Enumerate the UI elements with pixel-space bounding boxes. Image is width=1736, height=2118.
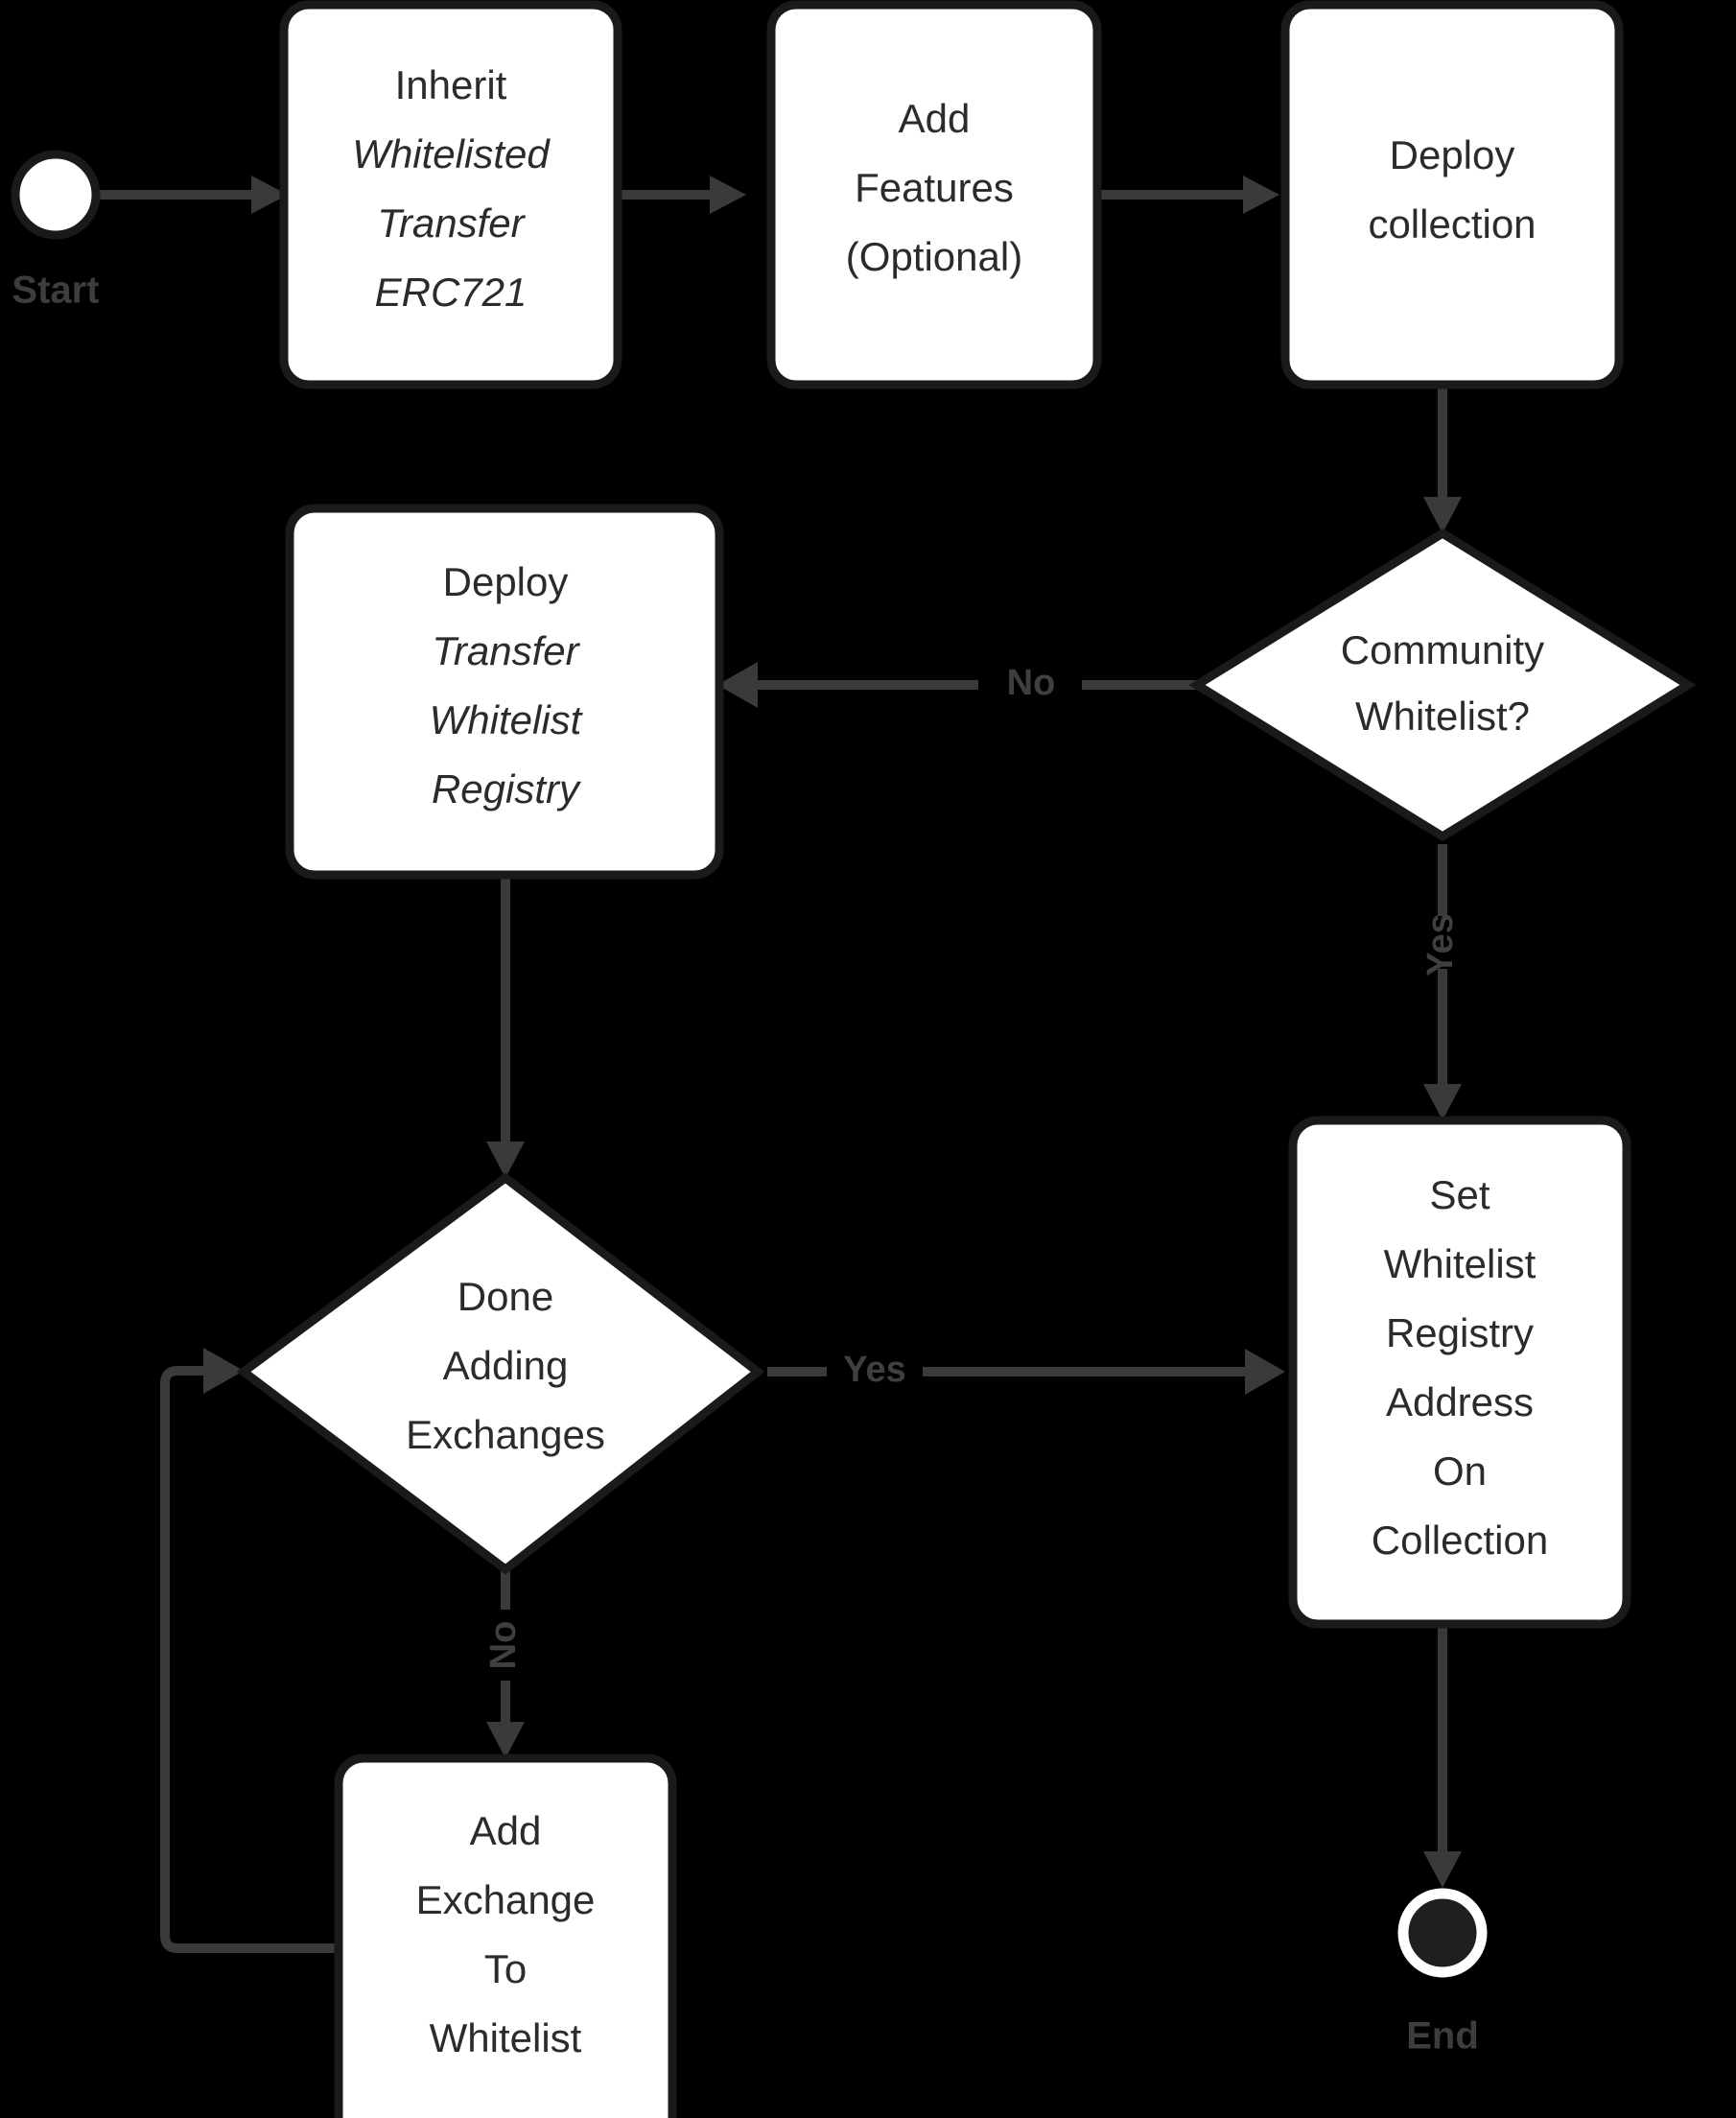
terminal-end[interactable]: End [1397,1888,1488,2058]
node-add-features-line-2: (Optional) [846,234,1022,279]
node-set-registry-line-4: On [1433,1448,1487,1494]
node-inherit-box[interactable] [279,0,622,389]
node-inherit-line-2: Transfer [377,200,526,246]
node-deploy-collection-box[interactable] [1280,0,1624,389]
node-set-registry-line-0: Set [1429,1172,1490,1217]
node-community-whitelist-diamond[interactable] [1188,528,1697,842]
edge-doneadding-no-to-addexchange: No [483,1571,525,1758]
edge-deployregistry-to-doneadding [486,874,525,1178]
node-deploy-registry[interactable]: Deploy Transfer Whitelist Registry [285,504,724,880]
start-circle[interactable] [11,150,101,240]
node-add-features[interactable]: Add Features (Optional) [766,0,1102,389]
edge-communitywhitelist-no-to-deployregistry: No [717,662,1197,708]
start-label: Start [12,270,99,312]
node-deploy-registry-box[interactable] [285,504,724,880]
edge-deploycollection-to-communitywhitelist [1423,388,1462,533]
edge-setregistry-to-end [1423,1624,1462,1888]
node-add-features-box[interactable] [766,0,1102,389]
node-community-whitelist[interactable]: Community Whitelist? [1188,528,1697,842]
node-community-whitelist-line-1: Whitelist? [1355,694,1530,739]
node-set-registry-line-5: Collection [1372,1518,1548,1563]
node-done-adding-diamond[interactable] [236,1172,765,1575]
node-set-registry-address-box[interactable] [1288,1116,1631,1629]
node-community-whitelist-line-0: Community [1341,627,1544,672]
edge-inherit-to-addfeatures [614,176,746,214]
node-add-exchange-line-2: To [484,1946,527,1991]
node-deploy-registry-line-3: Registry [432,766,582,812]
node-add-features-line-1: Features [855,165,1014,210]
node-add-exchange-line-1: Exchange [416,1877,596,1922]
node-add-features-line-0: Add [899,96,971,141]
node-deploy-registry-line-2: Whitelist [430,697,584,742]
node-inherit-line-0: Inherit [395,62,507,107]
node-inherit-line-3: ERC721 [375,270,528,315]
node-add-exchange-line-3: Whitelist [430,2015,582,2060]
node-deploy-registry-line-0: Deploy [443,559,569,604]
end-label: End [1406,2015,1479,2058]
terminal-start[interactable]: Start [11,150,101,312]
edge-communitywhitelist-yes-to-setregistry: Yes [1420,844,1462,1120]
node-done-adding[interactable]: Done Adding Exchanges [236,1172,765,1575]
node-deploy-collection[interactable]: Deploy collection [1280,0,1624,389]
node-done-adding-line-1: Adding [443,1343,569,1388]
node-deploy-registry-line-1: Transfer [432,628,580,673]
node-deploy-collection-line-1: collection [1368,201,1536,247]
edge-addfeatures-to-deploycollection [1093,176,1279,214]
edge-start-to-inherit [77,176,288,214]
node-set-registry-line-1: Whitelist [1384,1241,1537,1286]
node-set-registry-line-3: Address [1386,1379,1534,1424]
edge-label-community-no: No [1007,663,1056,703]
node-inherit[interactable]: Inherit Whitelisted Transfer ERC721 [279,0,622,389]
node-set-registry-address[interactable]: Set Whitelist Registry Address On Collec… [1288,1116,1631,1629]
node-done-adding-line-0: Done [457,1274,553,1319]
edge-label-done-yes: Yes [843,1350,906,1390]
node-add-exchange-box[interactable] [334,1753,677,2118]
edge-label-community-yes: Yes [1420,913,1461,977]
node-inherit-line-1: Whitelisted [352,131,551,176]
edge-doneadding-yes-to-setregistry: Yes [767,1349,1285,1395]
end-circle[interactable] [1397,1888,1488,1978]
node-deploy-collection-line-0: Deploy [1390,132,1515,177]
edge-addexchange-loopback-to-doneadding [160,1348,339,1953]
node-add-exchange-line-0: Add [470,1808,542,1853]
node-add-exchange[interactable]: Add Exchange To Whitelist [334,1753,677,2118]
node-done-adding-line-2: Exchanges [406,1412,605,1457]
node-set-registry-line-2: Registry [1386,1310,1534,1355]
edge-label-done-no: No [483,1621,524,1670]
